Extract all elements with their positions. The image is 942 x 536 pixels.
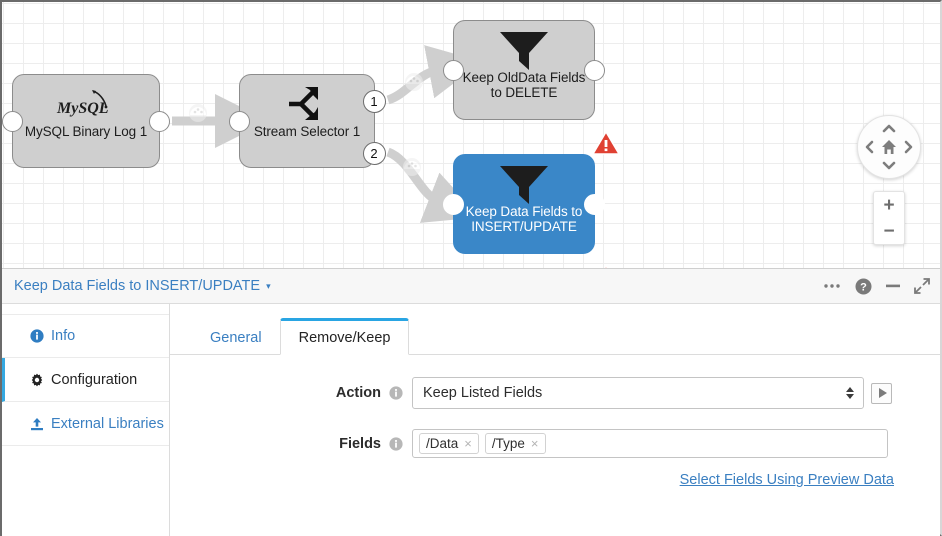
spinner-arrows-icon[interactable] xyxy=(845,384,854,402)
info-circle-icon[interactable] xyxy=(389,386,403,400)
info-circle-icon xyxy=(28,329,46,343)
mysql-dolphin-logo: MySQL xyxy=(49,84,123,124)
field-chip[interactable]: /Type × xyxy=(484,433,546,454)
fields-row: Fields /Data xyxy=(192,429,918,458)
expression-button[interactable] xyxy=(871,382,892,404)
close-icon[interactable]: × xyxy=(464,436,472,451)
close-icon[interactable]: × xyxy=(530,436,539,451)
node-label: MySQL Binary Log 1 xyxy=(24,124,148,139)
node-stream-selector-1[interactable]: Stream Selector 1 1 2 xyxy=(229,74,386,168)
gauge-icon xyxy=(189,104,207,122)
gear-icon xyxy=(28,373,46,387)
action-select[interactable]: Keep Listed Fields xyxy=(412,377,864,409)
pan-control[interactable] xyxy=(857,115,921,179)
play-icon xyxy=(878,388,887,398)
sidebar-item-configuration[interactable]: Configuration xyxy=(2,358,169,402)
node-label: Keep OldData Fields to DELETE xyxy=(458,70,591,100)
connection-links xyxy=(172,45,483,223)
node-label: Keep Data Fields to INSERT/UPDATE xyxy=(461,204,588,234)
fields-label-group: Fields xyxy=(192,436,412,452)
node-label-line2: to DELETE xyxy=(490,85,558,100)
chevron-left-icon[interactable] xyxy=(863,140,875,154)
input-port[interactable] xyxy=(443,193,464,215)
chevron-up-icon[interactable] xyxy=(881,122,897,134)
action-row: Action Keep Listed Fields xyxy=(192,377,918,409)
output-port[interactable] xyxy=(149,110,170,132)
svg-text:MySQL: MySQL xyxy=(56,100,109,117)
input-port[interactable] xyxy=(2,110,23,132)
flow-canvas[interactable]: MySQL MySQL Binary Log 1 Stream Selector… xyxy=(0,0,942,268)
panel-sidebar: Info Configuration Ext xyxy=(2,304,170,536)
chevron-down-icon[interactable]: ▾ xyxy=(266,280,271,291)
info-circle-icon[interactable] xyxy=(389,436,403,451)
node-label-line2: INSERT/UPDATE xyxy=(471,219,577,234)
sidebar-item-label: Configuration xyxy=(51,371,138,388)
field-chip[interactable]: /Data × xyxy=(419,433,479,454)
panel-body: Info Configuration Ext xyxy=(2,304,940,536)
zoom-out-button[interactable]: − xyxy=(883,220,895,242)
output-port[interactable] xyxy=(584,59,605,81)
field-chip-label: /Data xyxy=(426,436,459,451)
zoom-control[interactable]: + − xyxy=(873,191,905,245)
input-port[interactable] xyxy=(229,110,250,132)
select-fields-using-preview-data-link[interactable]: Select Fields Using Preview Data xyxy=(679,472,894,488)
funnel-filter-icon xyxy=(496,164,552,204)
panel-header-actions: ? xyxy=(823,269,930,303)
action-label-group: Action xyxy=(192,385,412,401)
node-label-line1: Keep OldData Fields xyxy=(462,70,586,85)
output-port[interactable] xyxy=(584,193,605,215)
panel-header: Keep Data Fields to INSERT/UPDATE ▾ ? xyxy=(2,268,940,304)
panel-title[interactable]: Keep Data Fields to INSERT/UPDATE xyxy=(14,278,261,294)
chevron-down-icon[interactable] xyxy=(881,160,897,172)
sidebar-item-label: External Libraries xyxy=(51,415,164,432)
chevron-right-icon[interactable] xyxy=(903,140,915,154)
tab-remove-keep[interactable]: Remove/Keep xyxy=(279,318,410,355)
minus-icon[interactable] xyxy=(886,284,900,288)
node-label: Stream Selector 1 xyxy=(253,124,361,139)
home-icon[interactable] xyxy=(879,137,899,157)
output-port-1[interactable]: 1 xyxy=(362,90,386,113)
properties-panel: Keep Data Fields to INSERT/UPDATE ▾ ? xyxy=(0,268,942,536)
gauge-icon xyxy=(405,73,423,91)
action-control: Keep Listed Fields xyxy=(412,377,918,409)
node-mysql-binary-log-1[interactable]: MySQL MySQL Binary Log 1 xyxy=(2,74,170,168)
zoom-in-button[interactable]: + xyxy=(883,194,895,216)
fields-control: /Data × /Type × xyxy=(412,429,918,458)
sidebar-item-external-libraries[interactable]: External Libraries xyxy=(2,402,169,446)
configuration-form: Action Keep Listed Fields xyxy=(170,355,940,488)
field-chip-label: /Type xyxy=(491,436,525,451)
fields-label: Fields xyxy=(339,435,381,452)
output-port-2[interactable]: 2 xyxy=(362,142,386,165)
upload-icon xyxy=(28,417,46,431)
action-label: Action xyxy=(335,385,381,401)
ellipsis-icon[interactable] xyxy=(823,283,841,289)
tab-general[interactable]: General xyxy=(210,330,262,346)
node-keep-data-fields-to-insert-update[interactable]: Keep Data Fields to INSERT/UPDATE xyxy=(443,154,608,268)
stream-split-arrows-icon xyxy=(287,84,327,124)
gauge-icon xyxy=(403,158,421,176)
panel-main: General Remove/Keep Action xyxy=(170,304,940,536)
sidebar-item-info[interactable]: Info xyxy=(2,314,169,358)
funnel-filter-icon xyxy=(496,30,552,70)
action-select-value: Keep Listed Fields xyxy=(423,385,543,401)
question-circle-icon[interactable]: ? xyxy=(855,278,872,295)
svg-text:?: ? xyxy=(860,281,867,293)
node-label-line1: Keep Data Fields to xyxy=(465,204,583,219)
preview-link-row: Select Fields Using Preview Data xyxy=(192,472,918,488)
fields-input[interactable]: /Data × /Type × xyxy=(412,429,888,458)
node-keep-olddata-fields-to-delete[interactable]: Keep OldData Fields to DELETE xyxy=(443,20,620,155)
tab-bar: General Remove/Keep xyxy=(170,315,940,355)
sidebar-item-label: Info xyxy=(51,328,76,344)
input-port[interactable] xyxy=(443,59,464,81)
expand-arrows-icon[interactable] xyxy=(914,278,930,294)
